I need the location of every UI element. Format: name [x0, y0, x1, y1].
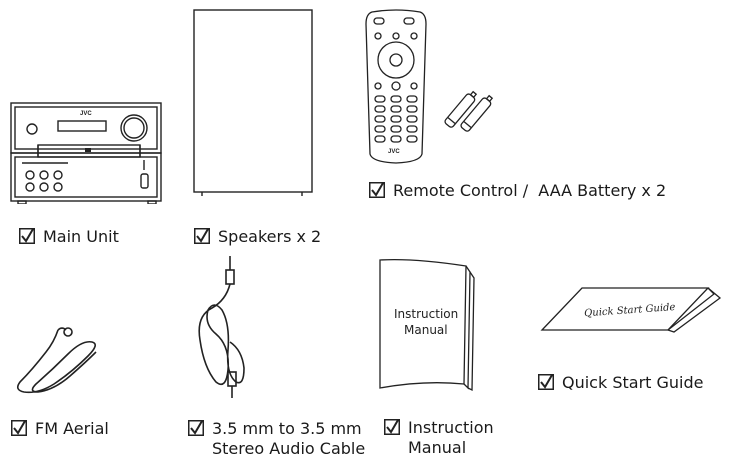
caption-text-line1: Instruction [408, 418, 494, 437]
caption-cable: 3.5 mm to 3.5 mm Stereo Audio Cable [188, 419, 365, 459]
caption-text-line2: Stereo Audio Cable [212, 439, 366, 458]
checkbox-checked-icon [384, 419, 400, 435]
caption-speakers: Speakers x 2 [194, 227, 321, 247]
audio-cable-illustration [198, 256, 245, 398]
caption-fm-aerial: FM Aerial [11, 419, 109, 439]
checkbox-checked-icon [11, 420, 27, 436]
caption-text-line2: Manual [408, 438, 467, 457]
manual-cover-line2: Manual [404, 323, 448, 337]
caption-manual: Instruction Manual [384, 418, 494, 458]
manual-cover-line1: Instruction [394, 307, 458, 321]
caption-remote: Remote Control / AAA Battery x 2 [369, 181, 666, 201]
remote-control-illustration: JVC [365, 9, 427, 164]
caption-main-unit: Main Unit [19, 227, 119, 247]
quick-start-guide-illustration: Quick Start Guide [540, 287, 722, 333]
checkbox-checked-icon [19, 228, 35, 244]
remote-brand: JVC [388, 149, 400, 155]
caption-text: Speakers x 2 [218, 227, 322, 246]
caption-text: FM Aerial [35, 419, 109, 438]
checkbox-checked-icon [538, 374, 554, 390]
aaa-batteries-illustration [444, 90, 494, 132]
checkbox-checked-icon [194, 228, 210, 244]
caption-text-line1: 3.5 mm to 3.5 mm [212, 419, 362, 438]
speaker-illustration [193, 9, 313, 196]
caption-text: Quick Start Guide [562, 373, 704, 392]
caption-text: Main Unit [43, 227, 119, 246]
instruction-manual-illustration: Instruction Manual [379, 258, 475, 392]
caption-quick-start: Quick Start Guide [538, 373, 703, 393]
main-unit-brand: JVC [80, 111, 92, 117]
fm-aerial-illustration [16, 327, 97, 394]
main-unit-illustration: JVC [10, 102, 162, 204]
caption-text: Remote Control / AAA Battery x 2 [393, 181, 667, 200]
checkbox-checked-icon [188, 420, 204, 436]
quick-start-cover-text: Quick Start Guide [584, 302, 676, 319]
checkbox-checked-icon [369, 182, 385, 198]
